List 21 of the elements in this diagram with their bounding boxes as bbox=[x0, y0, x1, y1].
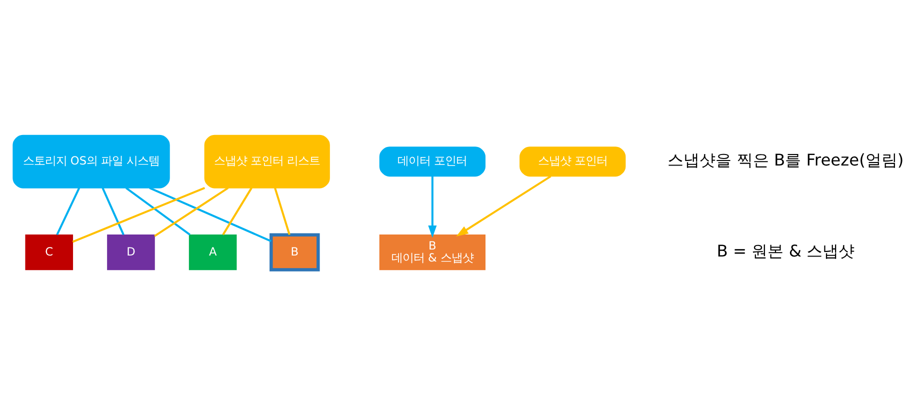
arrow bbox=[456, 175, 552, 236]
arrow bbox=[428, 176, 437, 238]
connector bbox=[72, 186, 206, 243]
connector bbox=[149, 187, 272, 242]
node-box: B 데이터 & 스냅샷 bbox=[379, 234, 486, 270]
connector bbox=[154, 187, 229, 237]
connector bbox=[274, 188, 290, 236]
connector bbox=[56, 188, 80, 236]
node-box: B bbox=[270, 233, 320, 272]
node-box: 스냅샷 포인터 bbox=[520, 146, 626, 177]
connector bbox=[222, 187, 252, 236]
node-box: 스토리지 OS의 파일 시스템 bbox=[12, 134, 170, 188]
label: B = 원본 & 스냅샷 bbox=[716, 241, 855, 260]
connector bbox=[126, 187, 190, 236]
node-box: C bbox=[25, 234, 74, 270]
node-box: 데이터 포인터 bbox=[379, 146, 486, 177]
label: 스냅샷을 찍은 B를 Freeze(얼림) bbox=[668, 150, 904, 170]
node-box: D bbox=[107, 234, 155, 270]
connector bbox=[102, 188, 124, 236]
node-box: A bbox=[188, 234, 237, 270]
node-box: 스냅샷 포인터 리스트 bbox=[204, 134, 330, 188]
